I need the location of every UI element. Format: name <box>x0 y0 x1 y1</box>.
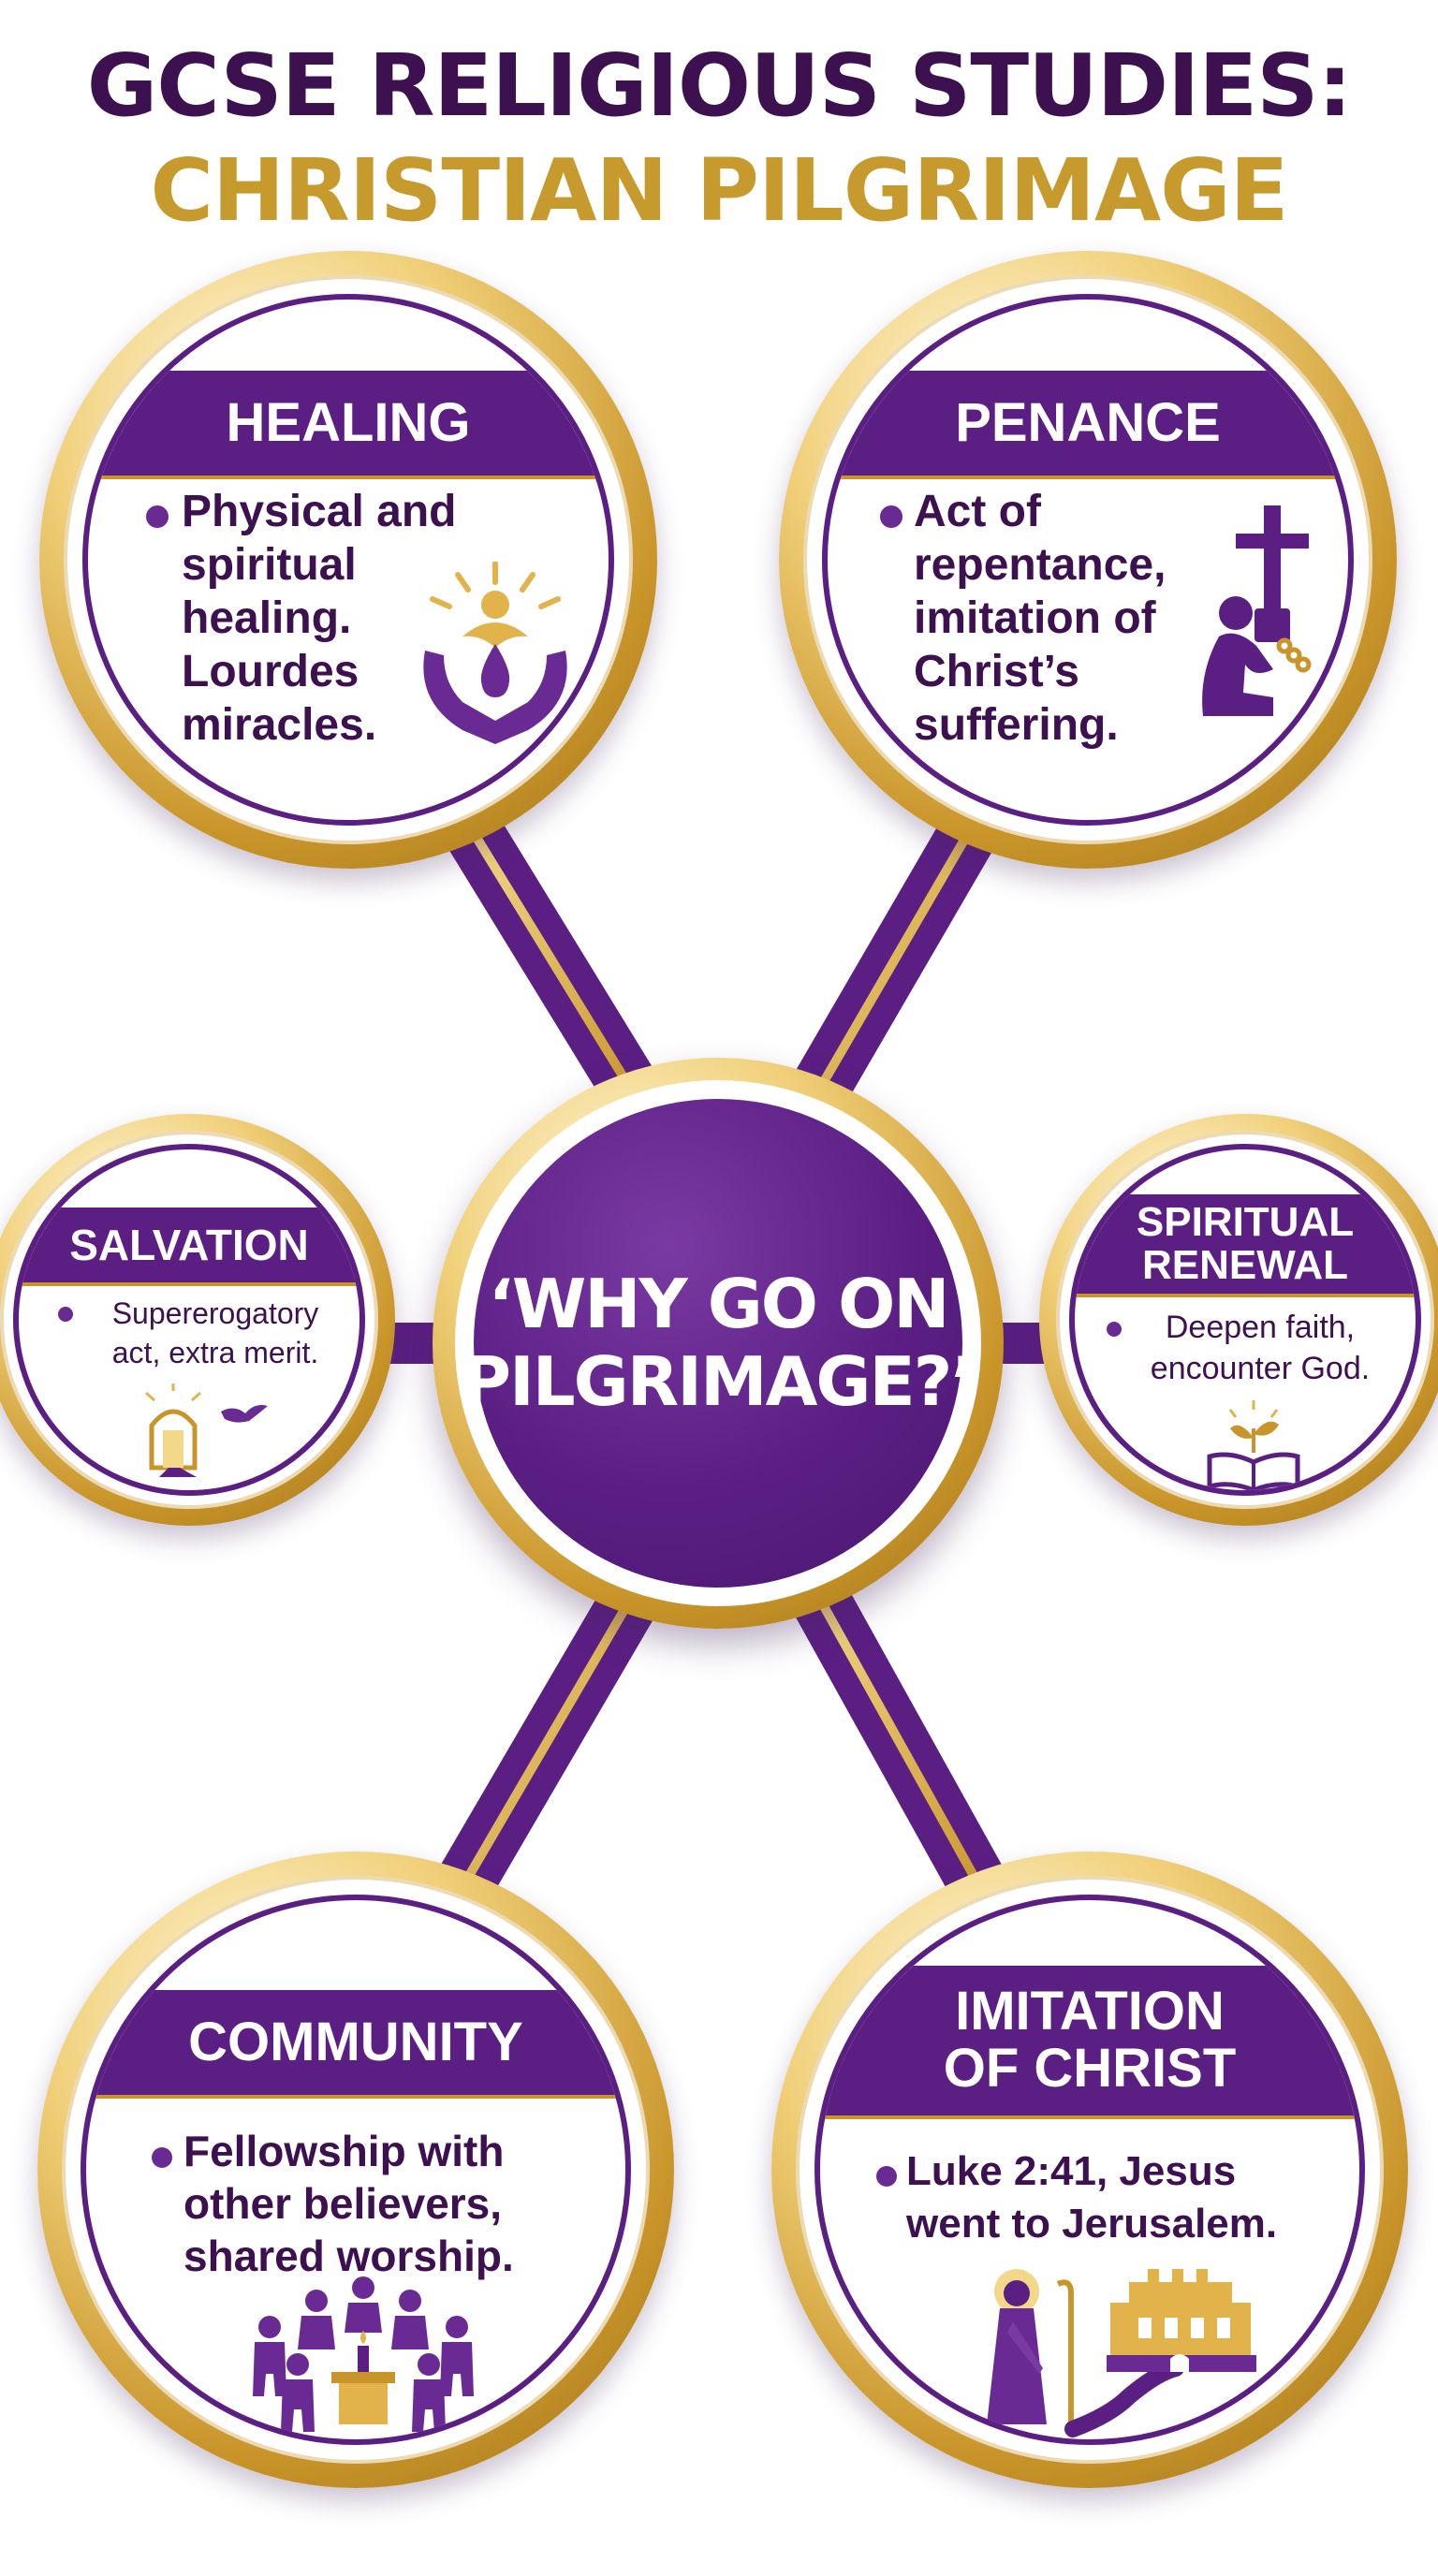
bullet-dot <box>146 505 169 528</box>
node-penance-title: PENANCE <box>828 371 1348 476</box>
kneeling-penitent-cross-icon <box>1202 505 1312 716</box>
node-renewal-text: Deepen faith, encounter God. <box>1150 1310 1371 1386</box>
node-community-text: Fellowship with other believers, shared … <box>183 2127 514 2280</box>
center-hub: ‘WHY GO ON PILGRIMAGE?’ <box>433 1058 1004 1629</box>
node-renewal-title: SPIRITUAL RENEWAL <box>1075 1194 1416 1294</box>
node-salvation-title: SALVATION <box>19 1208 360 1282</box>
connector-imitation <box>779 1558 1019 1925</box>
node-salvation: SALVATION Supererogatory act, extra meri… <box>0 1114 395 1526</box>
node-penance-text: Act of repentance, imitation of Christ’s… <box>914 487 1167 750</box>
jesus-jerusalem-icon <box>987 2269 1256 2437</box>
bullet-dot <box>876 2166 897 2187</box>
node-healing-title: HEALING <box>88 371 609 476</box>
bullet-dot <box>152 2147 172 2168</box>
node-imitation: IMITATION OF CHRIST Luke 2:41, Jesus wen… <box>771 1852 1408 2488</box>
page-title: GCSE RELIGIOUS STUDIES: <box>86 36 1353 136</box>
node-penance: PENANCE Act of repentance, imitation of … <box>779 251 1397 869</box>
heavenly-gate-dove-icon <box>145 1383 268 1477</box>
bullet-dot <box>58 1307 73 1322</box>
node-community-title: COMMUNITY <box>86 1990 625 2095</box>
bullet-dot <box>880 505 902 528</box>
node-healing: HEALING Physical and spiritual healing. … <box>39 251 657 869</box>
connector-penance <box>779 808 1000 1130</box>
node-renewal: SPIRITUAL RENEWAL Deepen faith, encounte… <box>1039 1114 1438 1526</box>
page-subtitle: CHRISTIAN PILGRIMAGE <box>150 140 1288 241</box>
connector-healing <box>442 808 672 1130</box>
node-imitation-title: IMITATION OF CHRIST <box>820 1966 1359 2115</box>
community-worship-icon <box>253 2276 474 2432</box>
connector-community <box>423 1557 672 1925</box>
healing-hands-icon <box>423 562 567 744</box>
open-bible-sprout-icon <box>1207 1400 1300 1490</box>
node-healing-text: Physical and spiritual healing. Lourdes … <box>182 487 457 750</box>
node-community: COMMUNITY Fellowship with other believer… <box>37 1852 674 2488</box>
node-salvation-text: Supererogatory act, extra merit. <box>111 1296 319 1369</box>
center-question: ‘WHY GO ON PILGRIMAGE?’ <box>462 1265 976 1421</box>
bullet-dot <box>1107 1322 1122 1337</box>
node-imitation-text: Luke 2:41, Jesus went to Jerusalem. <box>906 2148 1278 2247</box>
